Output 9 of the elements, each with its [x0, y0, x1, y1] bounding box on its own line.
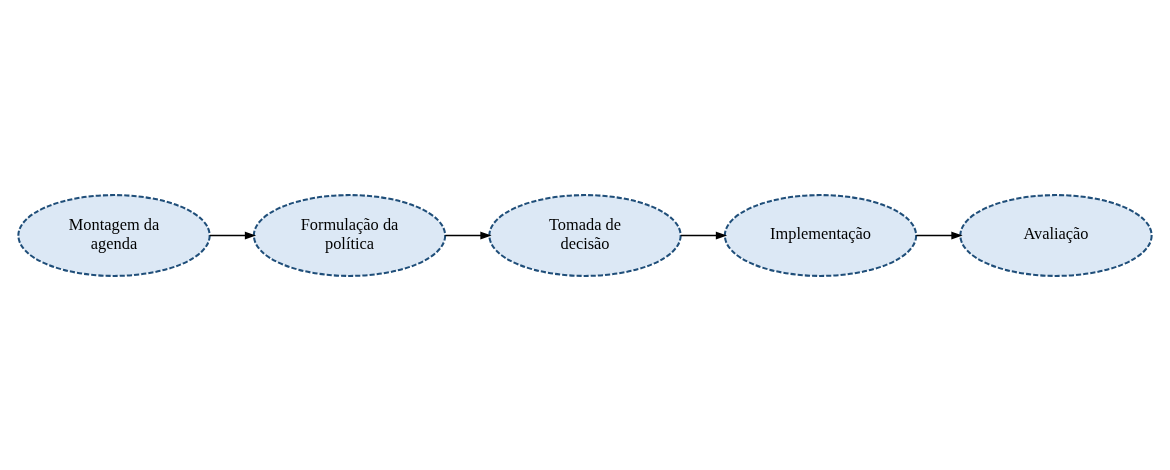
arrow	[209, 231, 257, 239]
node-ellipse: Formulação da política	[252, 193, 447, 277]
arrow	[680, 231, 728, 239]
node-ellipse: Avaliação	[959, 193, 1153, 277]
arrow	[915, 231, 963, 239]
arrow	[444, 231, 492, 239]
node-ellipse: Montagem da agenda	[17, 193, 211, 277]
node-ellipse: Implementação	[723, 193, 918, 277]
node-ellipse: Tomada de decisão	[488, 193, 682, 277]
